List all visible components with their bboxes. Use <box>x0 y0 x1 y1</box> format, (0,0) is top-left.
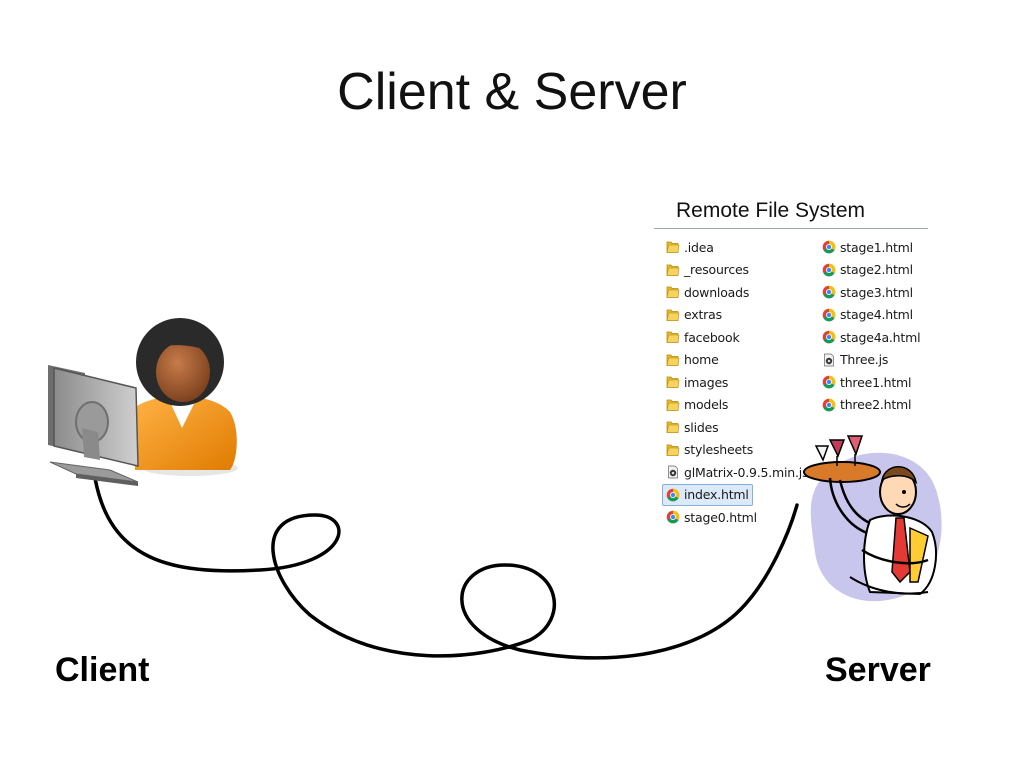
file-item-label: stage3.html <box>840 284 913 300</box>
file-item[interactable]: stylesheets <box>666 439 816 462</box>
server-label: Server <box>825 651 931 689</box>
folder-icon <box>666 264 680 276</box>
js-file-icon <box>824 353 834 367</box>
file-system-title: Remote File System <box>676 199 866 222</box>
file-item[interactable]: stage0.html <box>666 506 816 529</box>
file-item[interactable]: stage4.html <box>822 304 972 327</box>
file-item-label: .idea <box>684 239 714 255</box>
slide-title: Client & Server <box>337 63 687 121</box>
folder-icon <box>666 444 680 456</box>
file-item-label: stage1.html <box>840 239 913 255</box>
file-item-label: glMatrix-0.9.5.min.js <box>684 464 809 480</box>
file-item-label: slides <box>684 419 719 435</box>
file-item[interactable]: models <box>666 394 816 417</box>
file-item-label: facebook <box>684 329 740 345</box>
folder-icon <box>666 399 680 411</box>
file-item[interactable]: Three.js <box>822 349 972 372</box>
file-item[interactable]: three2.html <box>822 394 972 417</box>
chrome-icon <box>822 240 836 254</box>
folder-icon <box>666 421 680 434</box>
folder-icon <box>666 354 680 366</box>
file-item[interactable]: stage3.html <box>822 281 972 304</box>
client-computer-icon <box>48 318 238 486</box>
chrome-icon <box>822 330 836 344</box>
file-list-right: stage1.html stage2.html stage3.html stage4.… <box>822 236 972 416</box>
file-item-label: stage0.html <box>684 509 757 525</box>
chrome-icon <box>822 263 836 277</box>
file-item-label: stylesheets <box>684 442 754 458</box>
file-item[interactable]: .idea <box>666 236 816 259</box>
folder-icon <box>666 241 680 254</box>
file-item-label: stage4a.html <box>840 329 921 345</box>
file-item-label: three2.html <box>840 397 912 413</box>
waiter-server-icon <box>803 435 942 602</box>
file-item[interactable]: stage2.html <box>822 259 972 282</box>
file-item[interactable]: facebook <box>666 326 816 349</box>
chrome-icon <box>822 285 836 299</box>
file-item[interactable]: _resources <box>666 259 816 282</box>
file-item[interactable]: stage1.html <box>822 236 972 259</box>
file-item-label: models <box>684 397 729 413</box>
file-item[interactable]: index.html <box>662 483 753 506</box>
folder-icon <box>666 286 680 299</box>
folder-icon <box>666 376 680 389</box>
chrome-icon <box>666 488 680 502</box>
folder-icon <box>666 309 680 321</box>
file-item[interactable]: extras <box>666 304 816 327</box>
file-item[interactable]: three1.html <box>822 371 972 394</box>
chrome-icon <box>666 510 680 524</box>
chrome-icon <box>822 308 836 322</box>
file-item[interactable]: home <box>666 349 816 372</box>
file-list-left: .idea _resources downloads extras facebook ho… <box>662 236 816 529</box>
file-item-label: Three.js <box>840 352 889 368</box>
file-item[interactable]: slides <box>666 416 816 439</box>
file-item-label: index.html <box>684 487 749 503</box>
chrome-icon <box>822 375 836 389</box>
file-item[interactable]: images <box>666 371 816 394</box>
file-item[interactable]: stage4a.html <box>822 326 972 349</box>
file-item-label: downloads <box>684 284 750 300</box>
js-file-icon <box>668 465 678 479</box>
file-item[interactable]: downloads <box>666 281 816 304</box>
client-label: Client <box>55 651 150 689</box>
file-item-label: home <box>684 352 719 368</box>
file-item-label: stage2.html <box>840 262 913 278</box>
file-item-label: three1.html <box>840 374 912 390</box>
file-item[interactable]: glMatrix-0.9.5.min.js <box>666 461 816 484</box>
file-item-label: _resources <box>684 262 749 278</box>
chrome-icon <box>822 398 836 412</box>
file-system-divider <box>654 228 928 229</box>
folder-icon <box>666 331 680 344</box>
file-item-label: extras <box>684 307 722 323</box>
file-item-label: images <box>684 374 729 390</box>
file-item-label: stage4.html <box>840 307 913 323</box>
